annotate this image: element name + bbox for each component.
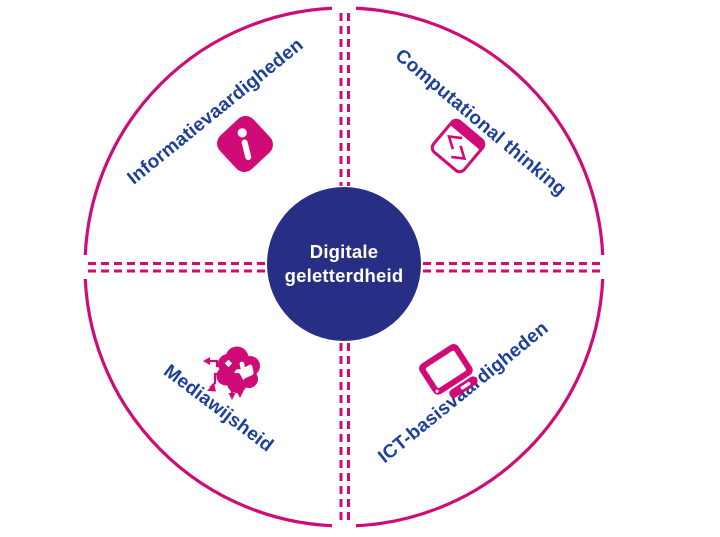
thumbs-up-path [238, 361, 254, 381]
gap-bottom [332, 519, 356, 532]
code-window-titlebar [449, 120, 484, 151]
code-bracket-right [451, 145, 467, 161]
code-window-titlebar-group [449, 120, 484, 151]
center-hub-text: Digitale geletterdheid [285, 241, 404, 286]
center-title-line2: geletterdheid [285, 265, 404, 286]
code-window-icon [430, 118, 486, 174]
laptop-trackpad [460, 382, 471, 390]
circuit-trace [208, 359, 227, 368]
info-dot [237, 128, 247, 138]
thumbs-up-glyph [238, 361, 254, 381]
cloud-body [216, 346, 260, 393]
label-computational-thinking: Computational thinking [391, 45, 570, 200]
dashed-divider-lines [88, 13, 600, 525]
info-icon-glyph [237, 128, 252, 161]
arrowhead-left [203, 357, 210, 365]
arrowhead-down-left [207, 383, 216, 392]
center-hub-circle [267, 187, 421, 341]
laptop-screen [425, 350, 466, 388]
label-informatievaardigheden: Informatievaardigheden [124, 34, 308, 189]
arrowhead-down-a [228, 393, 236, 400]
gap-right [597, 255, 610, 279]
info-stem [241, 139, 252, 161]
wheel-gap-covers [79, 2, 610, 532]
laptop-led-dot [435, 389, 439, 393]
laptop-icon [419, 343, 478, 398]
arrowhead-down-b [236, 391, 244, 398]
info-icon [217, 116, 273, 172]
circuit-arrowheads [203, 357, 244, 400]
label-ict-basisvaardigheden: ICT-basisvaardigheden [374, 318, 552, 468]
gap-left [79, 255, 92, 279]
gap-top [332, 2, 356, 15]
center-title-line1: Digitale [310, 241, 378, 262]
code-bracket-left [447, 134, 463, 150]
media-cloud-thumbs-up-icon [203, 346, 260, 400]
